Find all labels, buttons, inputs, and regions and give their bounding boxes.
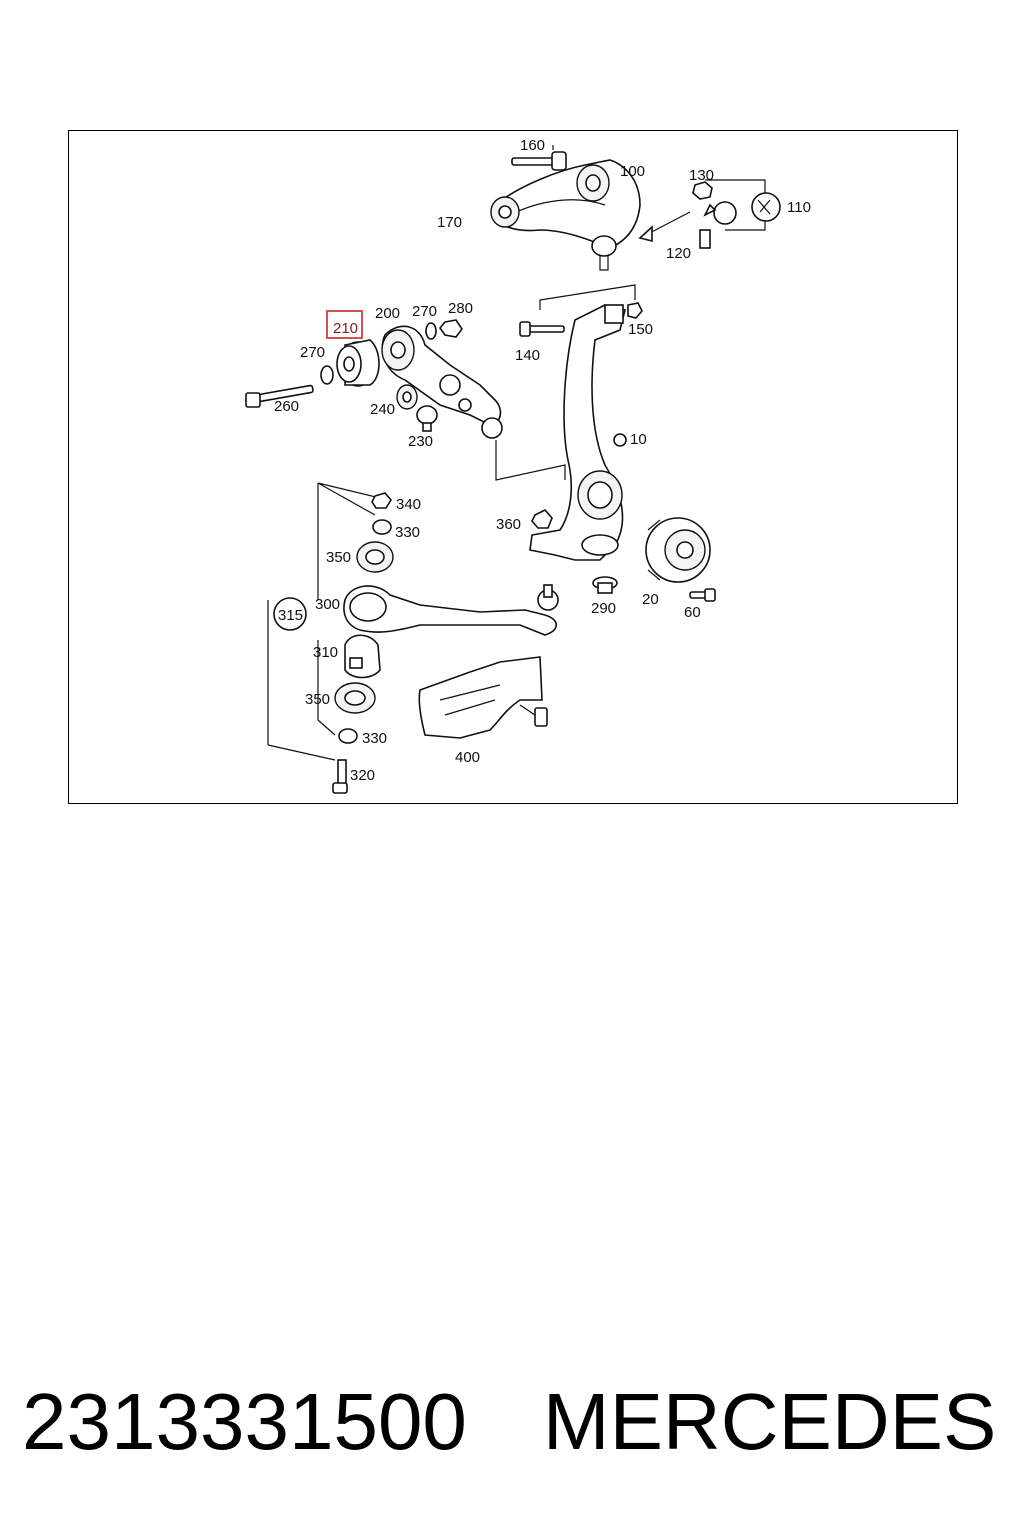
callout-120: 120 xyxy=(666,245,691,262)
callout-200: 200 xyxy=(375,305,400,322)
callout-350a: 350 xyxy=(326,549,351,566)
callout-260: 260 xyxy=(274,398,299,415)
callout-360: 360 xyxy=(496,516,521,533)
callout-320: 320 xyxy=(350,767,375,784)
callout-150: 150 xyxy=(628,321,653,338)
callout-300: 300 xyxy=(315,596,340,613)
strut-group xyxy=(267,482,559,794)
callout-60: 60 xyxy=(684,604,701,621)
washer-270b xyxy=(425,322,437,340)
callout-160: 160 xyxy=(520,137,545,154)
nut-360 xyxy=(531,509,553,529)
callout-280: 280 xyxy=(448,300,473,317)
callout-290: 290 xyxy=(591,600,616,617)
product-caption: 2313331500 MERCEDES xyxy=(22,1372,1012,1472)
ball-joint-assembly xyxy=(638,179,781,249)
nut-280 xyxy=(438,319,463,338)
bushing-210 xyxy=(336,339,380,387)
callout-315: 315 xyxy=(278,607,303,624)
brand-name: MERCEDES xyxy=(542,1377,997,1466)
callout-130: 130 xyxy=(689,167,714,184)
callout-10: 10 xyxy=(630,431,647,448)
callout-400: 400 xyxy=(455,749,480,766)
callout-240: 240 xyxy=(370,401,395,418)
bolt-160 xyxy=(511,145,567,171)
callout-330a: 330 xyxy=(395,524,420,541)
part-number: 2313331500 xyxy=(22,1377,467,1466)
callout-140: 140 xyxy=(515,347,540,364)
wheel-hub xyxy=(645,517,711,583)
bolt-260 xyxy=(245,384,314,408)
callout-270b: 270 xyxy=(300,344,325,361)
highlight-box xyxy=(326,310,363,339)
callout-270a: 270 xyxy=(412,303,437,320)
bolt-60 xyxy=(689,588,716,602)
washer-270a xyxy=(320,365,334,385)
callout-340: 340 xyxy=(396,496,421,513)
steering-knuckle xyxy=(529,304,627,561)
joint-230 xyxy=(416,405,438,432)
nut-290 xyxy=(592,576,618,594)
callout-210-highlighted: 210 xyxy=(333,320,358,337)
callout-110: 110 xyxy=(787,199,811,216)
bolt-140 xyxy=(519,284,643,337)
bushing-240 xyxy=(396,384,418,410)
callout-350b: 350 xyxy=(305,691,330,708)
callout-100: 100 xyxy=(620,163,645,180)
callout-310: 310 xyxy=(313,644,338,661)
upper-control-arm xyxy=(490,159,641,271)
callout-330b: 330 xyxy=(362,730,387,747)
lower-control-arm xyxy=(381,325,566,481)
callout-230: 230 xyxy=(408,433,433,450)
callout-20: 20 xyxy=(642,591,659,608)
guard-plate-400 xyxy=(418,656,548,739)
callout-170: 170 xyxy=(437,214,462,231)
diagram-frame xyxy=(68,130,958,804)
